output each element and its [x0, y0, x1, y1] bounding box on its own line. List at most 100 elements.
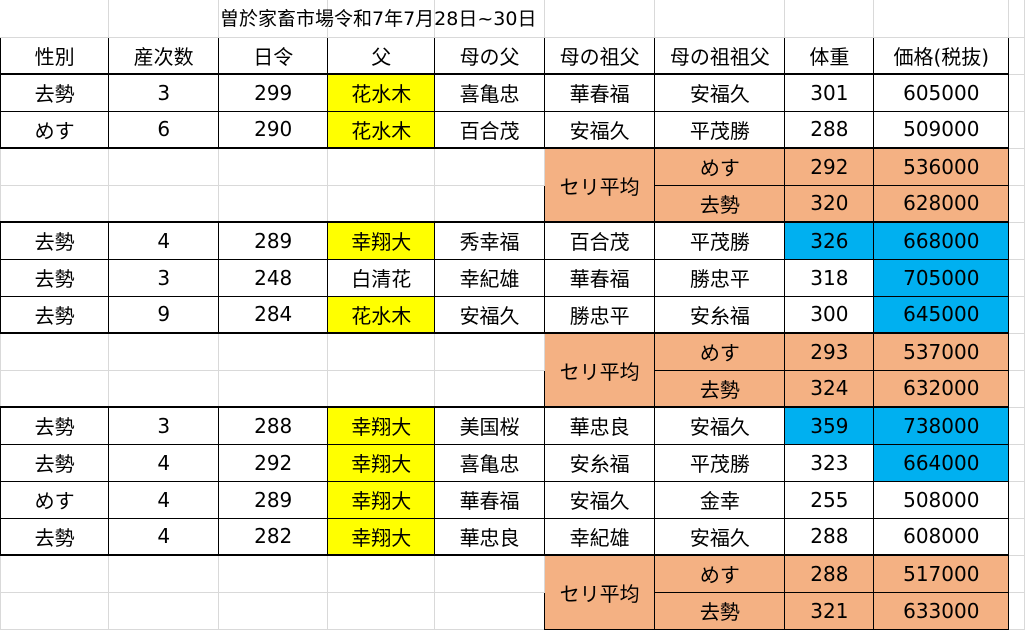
- cell-dam-great-grandsire[interactable]: 平茂勝: [654, 110, 786, 149]
- cell-weight[interactable]: 318: [784, 258, 875, 297]
- average-sex[interactable]: 去勢: [654, 369, 786, 408]
- cell-weight[interactable]: 288: [784, 110, 875, 149]
- average-weight[interactable]: 324: [784, 369, 875, 408]
- average-sex[interactable]: 去勢: [654, 591, 786, 630]
- cell-sire[interactable]: 花水木: [327, 295, 436, 334]
- empty-cell[interactable]: [1008, 73, 1025, 112]
- empty-cell[interactable]: [218, 0, 329, 38]
- cell-age-days[interactable]: 290: [218, 110, 329, 149]
- average-weight[interactable]: 288: [784, 554, 875, 593]
- cell-sex[interactable]: 去勢: [0, 221, 110, 260]
- cell-age-days[interactable]: 248: [218, 258, 329, 297]
- empty-cell[interactable]: [1008, 369, 1025, 408]
- header-cell-sire[interactable]: 父: [327, 36, 436, 75]
- empty-cell[interactable]: [434, 332, 545, 371]
- cell-price[interactable]: 645000: [873, 295, 1010, 334]
- empty-cell[interactable]: [1008, 221, 1025, 260]
- cell-dam-grandsire[interactable]: 勝忠平: [543, 295, 656, 334]
- cell-parity[interactable]: 4: [108, 443, 220, 482]
- empty-cell[interactable]: [108, 0, 220, 38]
- cell-dam-sire[interactable]: 喜亀忠: [434, 443, 545, 482]
- cell-dam-grandsire[interactable]: 安福久: [543, 110, 656, 149]
- auction-average-label[interactable]: セリ平均: [543, 147, 656, 223]
- cell-dam-great-grandsire[interactable]: 安糸福: [654, 295, 786, 334]
- cell-sex[interactable]: 去勢: [0, 73, 110, 112]
- empty-cell[interactable]: [108, 554, 220, 593]
- cell-weight[interactable]: 359: [784, 406, 875, 445]
- empty-cell[interactable]: [1008, 480, 1025, 519]
- cell-parity[interactable]: 6: [108, 110, 220, 149]
- cell-price[interactable]: 664000: [873, 443, 1010, 482]
- cell-dam-grandsire[interactable]: 華忠良: [543, 406, 656, 445]
- empty-cell[interactable]: [327, 332, 436, 371]
- cell-sex[interactable]: 去勢: [0, 406, 110, 445]
- cell-dam-grandsire[interactable]: 安福久: [543, 480, 656, 519]
- cell-parity[interactable]: 3: [108, 258, 220, 297]
- cell-dam-great-grandsire[interactable]: 安福久: [654, 517, 786, 556]
- empty-cell[interactable]: [218, 369, 329, 408]
- cell-dam-great-grandsire[interactable]: 勝忠平: [654, 258, 786, 297]
- header-cell-sex[interactable]: 性別: [0, 36, 110, 75]
- empty-cell[interactable]: [218, 332, 329, 371]
- cell-sex[interactable]: めす: [0, 480, 110, 519]
- cell-weight[interactable]: 326: [784, 221, 875, 260]
- empty-cell[interactable]: [218, 184, 329, 223]
- empty-cell[interactable]: [1008, 406, 1025, 445]
- empty-cell[interactable]: [434, 591, 545, 630]
- empty-cell[interactable]: [434, 184, 545, 223]
- cell-dam-great-grandsire[interactable]: 平茂勝: [654, 221, 786, 260]
- average-weight[interactable]: 293: [784, 332, 875, 371]
- cell-sire[interactable]: 幸翔大: [327, 517, 436, 556]
- empty-cell[interactable]: [0, 591, 110, 630]
- empty-cell[interactable]: [1008, 184, 1025, 223]
- average-price[interactable]: 633000: [873, 591, 1010, 630]
- cell-weight[interactable]: 323: [784, 443, 875, 482]
- cell-dam-sire[interactable]: 華忠良: [434, 517, 545, 556]
- empty-cell[interactable]: [434, 147, 545, 186]
- cell-parity[interactable]: 3: [108, 406, 220, 445]
- cell-weight[interactable]: 255: [784, 480, 875, 519]
- cell-parity[interactable]: 4: [108, 480, 220, 519]
- cell-age-days[interactable]: 289: [218, 221, 329, 260]
- cell-dam-great-grandsire[interactable]: 安福久: [654, 406, 786, 445]
- cell-dam-great-grandsire[interactable]: 平茂勝: [654, 443, 786, 482]
- cell-age-days[interactable]: 284: [218, 295, 329, 334]
- empty-cell[interactable]: [1008, 332, 1025, 371]
- cell-weight[interactable]: 288: [784, 517, 875, 556]
- empty-cell[interactable]: [0, 147, 110, 186]
- cell-weight[interactable]: 301: [784, 73, 875, 112]
- cell-sex[interactable]: 去勢: [0, 295, 110, 334]
- empty-cell[interactable]: [218, 147, 329, 186]
- cell-parity[interactable]: 9: [108, 295, 220, 334]
- cell-sire[interactable]: 幸翔大: [327, 221, 436, 260]
- empty-cell[interactable]: [327, 369, 436, 408]
- average-weight[interactable]: 321: [784, 591, 875, 630]
- average-price[interactable]: 628000: [873, 184, 1010, 223]
- empty-cell[interactable]: [1008, 443, 1025, 482]
- header-cell-age-days[interactable]: 日令: [218, 36, 329, 75]
- cell-dam-grandsire[interactable]: 幸紀雄: [543, 517, 656, 556]
- header-cell-price[interactable]: 価格(税抜): [873, 36, 1010, 75]
- cell-dam-sire[interactable]: 幸紀雄: [434, 258, 545, 297]
- empty-cell[interactable]: [108, 369, 220, 408]
- average-price[interactable]: 632000: [873, 369, 1010, 408]
- cell-price[interactable]: 509000: [873, 110, 1010, 149]
- empty-cell[interactable]: [108, 147, 220, 186]
- empty-cell[interactable]: [108, 591, 220, 630]
- empty-cell[interactable]: [0, 369, 110, 408]
- empty-cell[interactable]: [784, 0, 875, 38]
- cell-dam-grandsire[interactable]: 華春福: [543, 73, 656, 112]
- empty-cell[interactable]: [0, 332, 110, 371]
- cell-dam-sire[interactable]: 美国桜: [434, 406, 545, 445]
- cell-age-days[interactable]: 289: [218, 480, 329, 519]
- auction-average-label[interactable]: セリ平均: [543, 332, 656, 408]
- average-price[interactable]: 536000: [873, 147, 1010, 186]
- cell-price[interactable]: 508000: [873, 480, 1010, 519]
- cell-age-days[interactable]: 288: [218, 406, 329, 445]
- empty-cell[interactable]: [1008, 554, 1025, 593]
- cell-dam-sire[interactable]: 華春福: [434, 480, 545, 519]
- average-weight[interactable]: 320: [784, 184, 875, 223]
- cell-dam-grandsire[interactable]: 百合茂: [543, 221, 656, 260]
- empty-cell[interactable]: [1008, 110, 1025, 149]
- auction-average-label[interactable]: セリ平均: [543, 554, 656, 630]
